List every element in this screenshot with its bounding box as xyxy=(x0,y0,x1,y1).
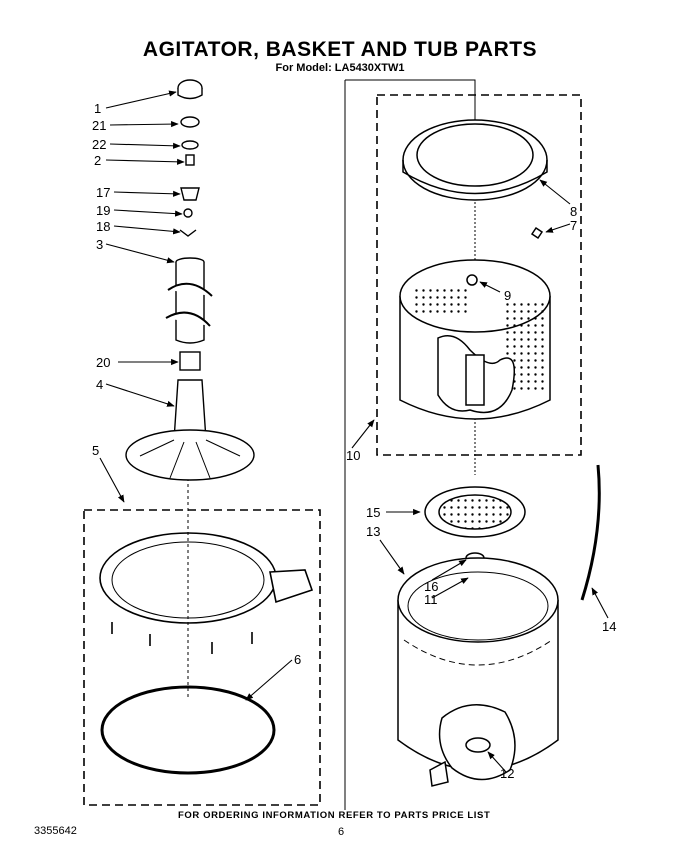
callout-12: 12 xyxy=(500,766,514,781)
leader-17 xyxy=(113,190,181,197)
cam xyxy=(185,154,195,166)
basket-hub xyxy=(465,354,485,406)
spring xyxy=(183,208,193,218)
leader-16 xyxy=(431,559,467,581)
leader-12 xyxy=(487,751,507,773)
callout-22: 22 xyxy=(92,137,106,152)
basket-group-box xyxy=(376,94,582,456)
ordering-note: FOR ORDERING INFORMATION REFER TO PARTS … xyxy=(178,810,491,821)
callout-8: 8 xyxy=(570,204,577,219)
leader-19 xyxy=(113,209,183,217)
callout-5: 5 xyxy=(92,443,99,458)
balance-ring-inner xyxy=(416,123,534,187)
agitator-skirt xyxy=(125,429,255,481)
callout-14: 14 xyxy=(602,619,616,634)
leader-4 xyxy=(105,383,175,407)
leader-7 xyxy=(545,223,571,233)
leader-2 xyxy=(105,158,185,165)
callout-13: 13 xyxy=(366,524,380,539)
callout-7: 7 xyxy=(570,218,577,233)
tub-ring-gasket xyxy=(100,685,276,775)
auger-barrel xyxy=(175,262,205,344)
callout-18: 18 xyxy=(96,219,110,234)
agitator-stack xyxy=(125,79,255,481)
callout-11: 11 xyxy=(424,592,438,607)
callout-4: 4 xyxy=(96,377,103,392)
document-number: 3355642 xyxy=(34,825,77,837)
leader-21 xyxy=(109,121,179,128)
model-subtitle: For Model: LA5430XTW1 xyxy=(275,62,405,74)
callout-10: 10 xyxy=(346,448,360,463)
leader-9 xyxy=(479,281,501,293)
callout-9: 9 xyxy=(504,288,511,303)
leader-14 xyxy=(591,587,609,619)
leader-3 xyxy=(105,243,175,264)
callout-2: 2 xyxy=(94,153,101,168)
callout-20: 20 xyxy=(96,355,110,370)
tub-ring xyxy=(99,532,314,654)
leader-5 xyxy=(99,457,125,503)
leader-8 xyxy=(539,179,571,205)
spanner-nut xyxy=(466,274,478,286)
tub-assembly xyxy=(397,464,601,787)
screw xyxy=(530,226,544,240)
leader-6 xyxy=(245,659,293,701)
leader-11 xyxy=(431,577,469,599)
page-title: AGITATOR, BASKET AND TUB PARTS xyxy=(142,38,538,61)
callout-16: 16 xyxy=(424,579,438,594)
hose xyxy=(580,464,601,601)
leader-22 xyxy=(109,142,181,149)
callout-3: 3 xyxy=(96,237,103,252)
tub-ring-group-box xyxy=(83,509,321,806)
agitator-top-cam xyxy=(180,187,200,201)
leader-13 xyxy=(379,539,405,575)
callout-17: 17 xyxy=(96,185,110,200)
callout-1: 1 xyxy=(94,101,101,116)
leader-18 xyxy=(113,225,181,235)
basket-assembly xyxy=(399,119,551,420)
leader-1 xyxy=(105,90,177,109)
dogs xyxy=(179,229,197,237)
callout-21: 21 xyxy=(92,118,106,133)
callout-19: 19 xyxy=(96,203,110,218)
callout-6: 6 xyxy=(294,652,301,667)
callout-15: 15 xyxy=(366,505,380,520)
drain-fitting xyxy=(429,760,449,787)
page-number: 6 xyxy=(338,826,345,838)
cap-seal xyxy=(180,116,200,128)
leader-10 xyxy=(351,419,375,449)
drive-bell xyxy=(179,351,201,371)
o-ring xyxy=(181,140,199,150)
